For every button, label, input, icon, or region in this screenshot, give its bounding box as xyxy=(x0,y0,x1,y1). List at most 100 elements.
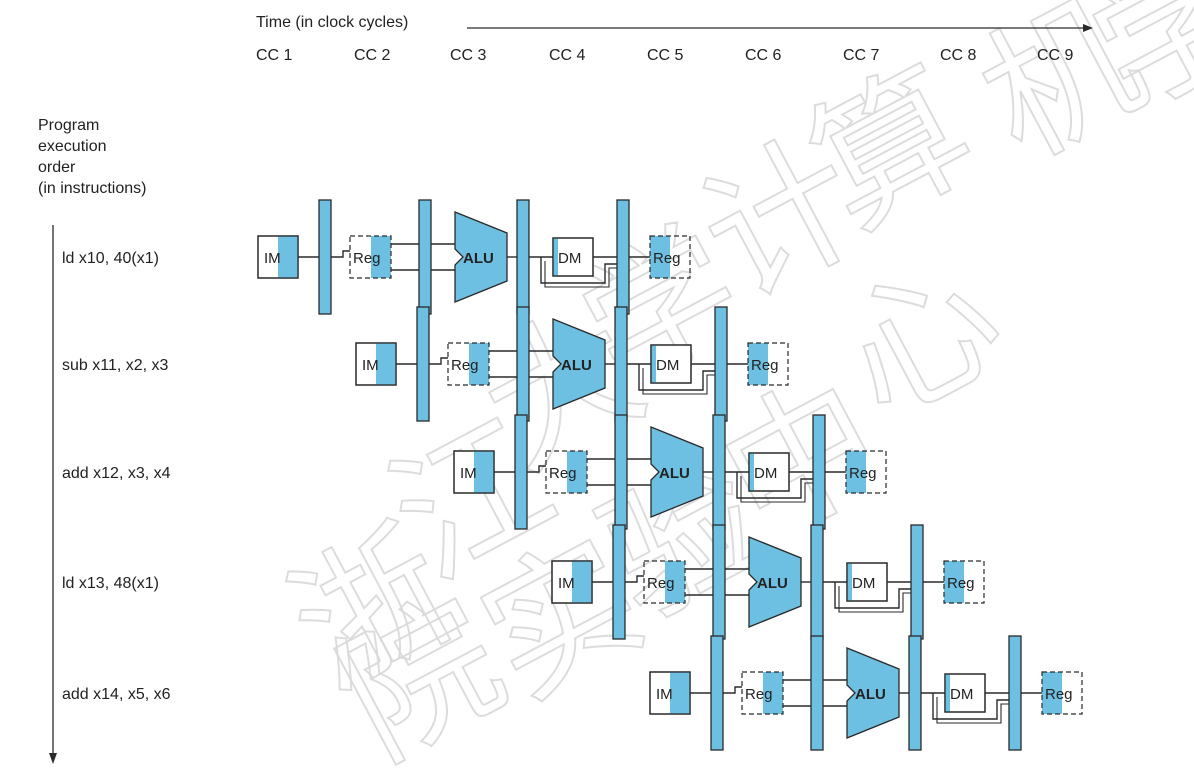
dm-bypass-wire xyxy=(638,364,715,391)
im-shade xyxy=(670,672,690,714)
pipeline-register xyxy=(418,199,432,315)
dm-shade xyxy=(847,563,852,601)
wb-reg-outline xyxy=(747,342,789,386)
dm-bypass-wire xyxy=(736,472,813,499)
pipeline-register xyxy=(712,524,726,640)
cycle-label: CC 2 xyxy=(354,47,391,64)
alu-shape xyxy=(454,211,508,303)
instruction-label: ld x10, 40(x1) xyxy=(62,250,159,267)
im-shade xyxy=(278,236,298,278)
cycle-label: CC 3 xyxy=(450,47,487,64)
alu-shape xyxy=(748,536,802,628)
wb-reg-label: Reg xyxy=(849,465,877,482)
program-order-label: Program execution order (in instructions… xyxy=(38,115,146,199)
reg-outline xyxy=(741,671,784,715)
pipeline-register xyxy=(614,306,628,422)
pipeline-register xyxy=(614,414,628,530)
datapath-wire xyxy=(527,465,546,473)
dm-label: DM xyxy=(852,575,875,592)
instruction-label: ld x13, 48(x1) xyxy=(62,575,159,592)
pipeline-register xyxy=(1008,635,1022,751)
im-label: IM xyxy=(362,357,379,374)
instruction-label: add x12, x3, x4 xyxy=(62,465,171,482)
alu-shape xyxy=(846,647,900,739)
time-axis-arrowhead xyxy=(1083,24,1093,32)
program-label-line: execution xyxy=(38,138,107,155)
cycle-label: CC 1 xyxy=(256,47,293,64)
datapath-wire xyxy=(429,357,448,365)
pipeline-register xyxy=(616,199,630,315)
cycle-label: CC 7 xyxy=(843,47,880,64)
cycle-label: CC 8 xyxy=(940,47,977,64)
dm-label: DM xyxy=(754,465,777,482)
alu-label: ALU xyxy=(463,250,494,267)
dm-shade xyxy=(651,345,656,383)
dm-shade xyxy=(945,674,950,712)
im-shade xyxy=(376,343,396,385)
reg-label: Reg xyxy=(647,575,675,592)
program-label-line: order xyxy=(38,159,76,176)
reg-label: Reg xyxy=(745,686,773,703)
instruction-label: add x14, x5, x6 xyxy=(62,686,171,703)
wb-reg-shade xyxy=(650,236,670,278)
wb-reg-outline xyxy=(943,560,985,604)
im-label: IM xyxy=(460,465,477,482)
wb-reg-outline xyxy=(649,235,691,279)
datapath-wire xyxy=(331,250,350,258)
pipeline-register xyxy=(714,306,728,422)
dm-label: DM xyxy=(656,357,679,374)
alu-label: ALU xyxy=(757,575,788,592)
pipeline-register xyxy=(910,524,924,640)
pipeline-register xyxy=(908,635,922,751)
dm-bypass-wire xyxy=(834,582,911,609)
reg-shade xyxy=(469,343,489,385)
pipeline-register xyxy=(516,199,530,315)
cycle-label: CC 4 xyxy=(549,47,586,64)
im-label: IM xyxy=(656,686,673,703)
dm-label: DM xyxy=(950,686,973,703)
alu-shape xyxy=(650,426,704,518)
wb-reg-outline xyxy=(845,450,887,494)
instruction-label: sub x11, x2, x3 xyxy=(62,357,169,374)
datapath-wire xyxy=(625,575,644,583)
dm-bypass-wire-inner xyxy=(642,368,715,395)
reg-label: Reg xyxy=(549,465,577,482)
dm-bypass-wire xyxy=(540,257,617,284)
watermark: 浙江大学计算机学院实验中心 xyxy=(264,0,1194,776)
im-label: IM xyxy=(264,250,281,267)
pipeline-register xyxy=(612,524,626,640)
pipeline-register xyxy=(712,414,726,530)
im-shade xyxy=(474,451,494,493)
dm-bypass-wire-inner xyxy=(838,586,911,613)
program-label-line: Program xyxy=(38,117,100,134)
wb-reg-label: Reg xyxy=(947,575,975,592)
wb-reg-shade xyxy=(944,561,964,603)
alu-label: ALU xyxy=(561,357,592,374)
dm-bypass-wire-inner xyxy=(936,697,1009,724)
pipeline-register xyxy=(810,524,824,640)
dm-shade xyxy=(749,453,754,491)
pipeline-register xyxy=(810,635,824,751)
pipeline-register xyxy=(710,635,724,751)
datapath-wire xyxy=(723,686,742,694)
wb-reg-shade xyxy=(748,343,768,385)
wb-reg-shade xyxy=(1042,672,1062,714)
program-axis-arrowhead xyxy=(49,753,57,764)
program-label-line: (in instructions) xyxy=(38,180,147,197)
reg-outline xyxy=(447,342,490,386)
reg-label: Reg xyxy=(451,357,479,374)
pipeline-register xyxy=(318,199,332,315)
im-shade xyxy=(572,561,592,603)
reg-shade xyxy=(665,561,685,603)
pipeline-register xyxy=(514,414,528,530)
pipeline-register xyxy=(516,306,530,422)
pipeline-register xyxy=(416,306,430,422)
cycle-label: CC 9 xyxy=(1037,47,1074,64)
wb-reg-label: Reg xyxy=(1045,686,1073,703)
reg-outline xyxy=(545,450,588,494)
